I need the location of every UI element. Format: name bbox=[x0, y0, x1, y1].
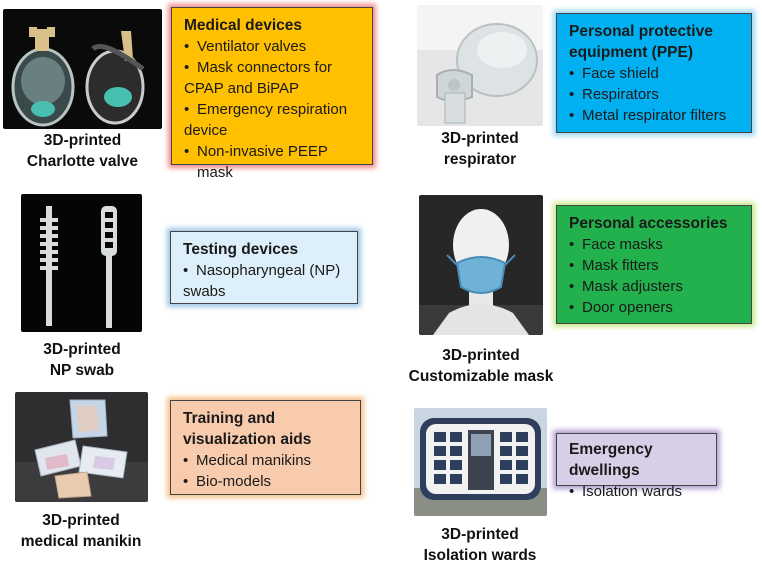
list-item: Nasopharyngeal (NP) swabs bbox=[183, 260, 347, 302]
box-list: Nasopharyngeal (NP) swabs bbox=[183, 260, 347, 302]
caption-line: medical manikin bbox=[20, 533, 142, 550]
np-swab-photo bbox=[21, 194, 142, 332]
charlotte-valve-photo bbox=[3, 9, 162, 129]
charlotte-valve-caption: 3D-printed Charlotte valve bbox=[3, 130, 162, 172]
caption-line: NP swab bbox=[49, 362, 115, 379]
list-item-text: device bbox=[184, 122, 228, 139]
box-title-line: visualization aids bbox=[183, 431, 312, 448]
medical-manikin-photo bbox=[15, 392, 148, 502]
list-item: Ventilator valves bbox=[184, 36, 362, 57]
medical-manikin-caption: 3D-printed medical manikin bbox=[4, 510, 158, 552]
list-item-text: Mask connectors for bbox=[197, 59, 333, 76]
box-title: Emergency dwellings bbox=[569, 439, 706, 481]
testing-devices-box: Testing devices Nasopharyngeal (NP) swabs bbox=[170, 231, 358, 304]
list-item: Door openers bbox=[569, 297, 741, 318]
list-item-text: CPAP and BiPAP bbox=[184, 80, 300, 97]
caption-line: Charlotte valve bbox=[26, 153, 139, 170]
list-item: Emergency respiration device bbox=[184, 99, 362, 141]
list-item-text: Face masks bbox=[582, 236, 663, 253]
box-title: Personal protective equipment (PPE) bbox=[569, 21, 741, 63]
customizable-mask-photo bbox=[419, 195, 543, 335]
list-item: Metal respirator filters bbox=[569, 105, 741, 126]
caption-line: 3D-printed bbox=[442, 347, 520, 364]
box-title-line: equipment (PPE) bbox=[569, 44, 694, 61]
list-item-text: Metal respirator filters bbox=[582, 107, 727, 124]
customizable-mask-caption: 3D-printed Customizable mask bbox=[396, 345, 566, 387]
box-title-line: Training and bbox=[183, 410, 276, 427]
list-item: Mask adjusters bbox=[569, 276, 741, 297]
box-list: Medical manikins Bio-models bbox=[183, 450, 350, 492]
box-title-line: Testing devices bbox=[183, 241, 299, 258]
list-item: Face masks bbox=[569, 234, 741, 255]
box-title-line: Personal protective bbox=[569, 23, 713, 40]
respirator-photo bbox=[417, 5, 543, 126]
list-item-text: Emergency respiration bbox=[197, 101, 348, 118]
box-title: Training and visualization aids bbox=[183, 408, 350, 450]
list-item-text: Respirators bbox=[582, 86, 659, 103]
box-list: Face masks Mask fitters Mask adjusters D… bbox=[569, 234, 741, 318]
box-list: Ventilator valves Mask connectors forCPA… bbox=[184, 36, 362, 183]
list-item-text: Bio-models bbox=[196, 473, 272, 490]
list-item-text: Mask fitters bbox=[582, 257, 659, 274]
box-title: Personal accessories bbox=[569, 213, 741, 234]
list-item: Mask fitters bbox=[569, 255, 741, 276]
emergency-dwellings-box: Emergency dwellings Isolation wards bbox=[556, 433, 717, 500]
list-item-text: Isolation wards bbox=[582, 483, 683, 500]
list-item-text: Mask adjusters bbox=[582, 278, 683, 295]
caption-line: Customizable mask bbox=[408, 368, 554, 385]
list-item: Medical manikins bbox=[183, 450, 350, 471]
box-list: Face shield Respirators Metal respirator… bbox=[569, 63, 741, 126]
ppe-box: Personal protective equipment (PPE) Face… bbox=[556, 13, 752, 133]
caption-line: 3D-printed bbox=[441, 130, 519, 147]
box-title: Testing devices bbox=[183, 239, 347, 260]
respirator-caption: 3D-printed respirator bbox=[405, 128, 555, 170]
box-title-line: Emergency dwellings bbox=[569, 441, 653, 479]
list-item: Bio-models bbox=[183, 471, 350, 492]
box-title-line: Medical devices bbox=[184, 17, 303, 34]
box-list: Isolation wards bbox=[569, 481, 706, 502]
list-item: Non-invasive PEEP mask bbox=[184, 141, 362, 183]
isolation-wards-caption: 3D-printed Isolation wards bbox=[405, 524, 555, 566]
list-item: Face shield bbox=[569, 63, 741, 84]
caption-line: 3D-printed bbox=[42, 512, 120, 529]
training-aids-box: Training and visualization aids Medical … bbox=[170, 400, 361, 495]
caption-line: 3D-printed bbox=[43, 132, 122, 149]
list-item: Respirators bbox=[569, 84, 741, 105]
box-title: Medical devices bbox=[184, 15, 362, 36]
caption-line: 3D-printed bbox=[43, 341, 121, 358]
np-swab-caption: 3D-printed NP swab bbox=[10, 339, 154, 381]
isolation-wards-photo bbox=[414, 408, 547, 516]
list-item-text: Nasopharyngeal (NP) bbox=[196, 262, 341, 279]
list-item-text: Non-invasive PEEP mask bbox=[197, 143, 328, 181]
list-item: Isolation wards bbox=[569, 481, 706, 502]
list-item-text: swabs bbox=[183, 283, 226, 300]
caption-line: respirator bbox=[443, 151, 517, 168]
personal-accessories-box: Personal accessories Face masks Mask fit… bbox=[556, 205, 752, 324]
medical-devices-box: Medical devices Ventilator valves Mask c… bbox=[171, 7, 373, 181]
list-item-text: Ventilator valves bbox=[197, 38, 307, 55]
caption-line: Isolation wards bbox=[423, 547, 537, 564]
list-item-text: Door openers bbox=[582, 299, 673, 316]
list-item-text: Face shield bbox=[582, 65, 659, 82]
caption-line: 3D-printed bbox=[441, 526, 519, 543]
box-title-line: Personal accessories bbox=[569, 215, 728, 232]
list-item-text: Medical manikins bbox=[196, 452, 312, 469]
